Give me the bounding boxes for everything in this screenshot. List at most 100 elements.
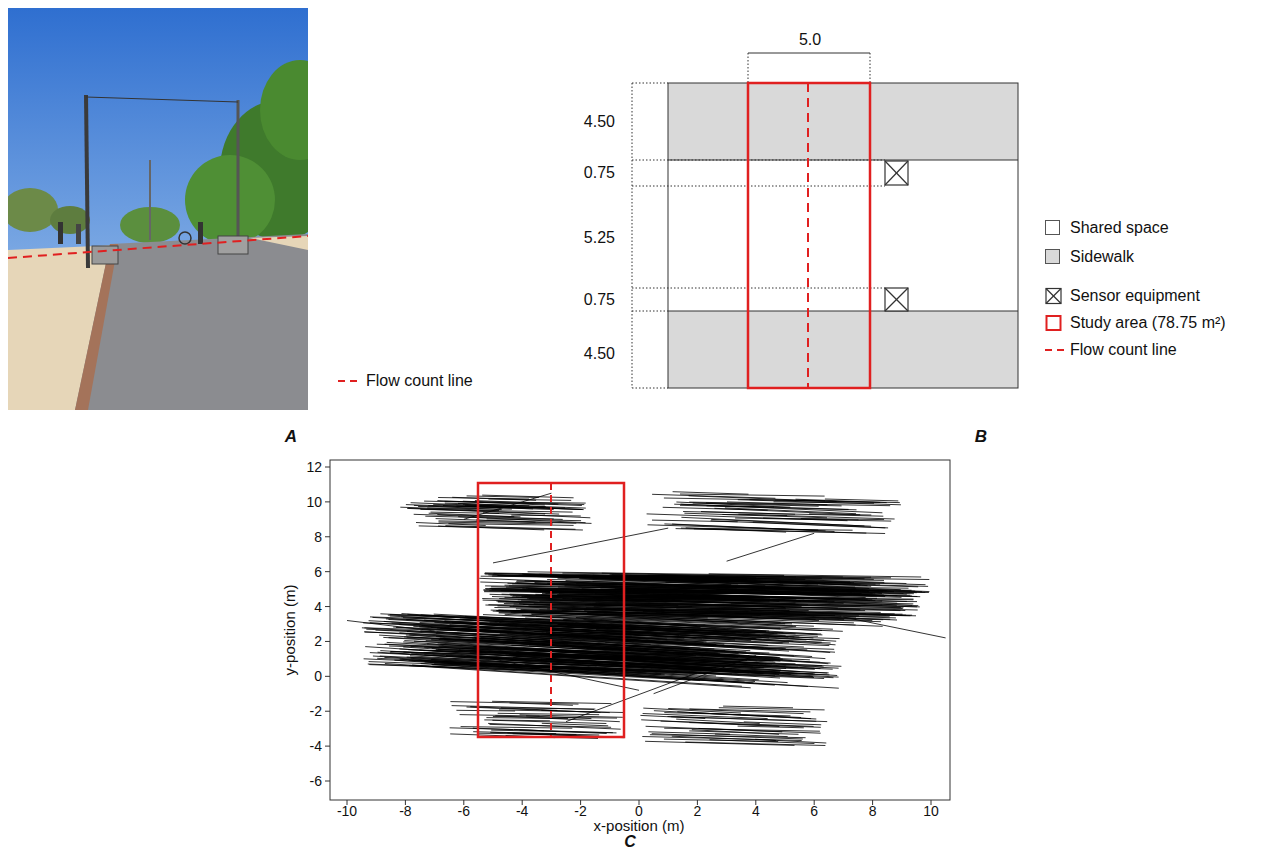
trajectory-line (436, 519, 536, 523)
trajectory-line (654, 711, 811, 719)
trajectory-line (510, 703, 573, 706)
trajectory-line (667, 717, 816, 722)
tick-label: 8 (869, 803, 877, 819)
trajectory-line (416, 523, 486, 526)
trajectory-line (532, 615, 793, 624)
trajectory-line (522, 597, 920, 607)
trajectory-line (755, 739, 826, 743)
trajectory-line (689, 709, 810, 712)
trajectory-line (439, 522, 553, 524)
trajectory-line (676, 502, 790, 507)
tick-label: 0 (635, 803, 643, 819)
trajectory-line (750, 500, 900, 503)
trajectory-line (498, 713, 600, 714)
trajectory-line (563, 619, 843, 631)
tick-mark (325, 641, 330, 642)
trajectory-line (511, 515, 581, 517)
trajectory-line (424, 620, 656, 635)
legend-symbol (1045, 341, 1067, 359)
trajectory-line (825, 499, 898, 501)
trajectory-line (547, 580, 851, 583)
trajectory-line (347, 621, 435, 632)
trajectory-line (369, 662, 775, 676)
tick-label: 10 (923, 803, 939, 819)
site-schematic (632, 53, 1018, 388)
trajectory-line (719, 708, 825, 710)
trajectory-plot (325, 460, 950, 805)
trajectory-line (672, 524, 826, 531)
tick-label: 6 (810, 803, 818, 819)
trajectory-line (495, 716, 620, 722)
trajectory-line (684, 513, 827, 518)
trajectory-line (492, 597, 783, 607)
tick-mark (325, 711, 330, 712)
tick-label: -2 (574, 803, 586, 819)
legend-text: Shared space (1070, 219, 1169, 237)
trajectory-line (683, 512, 883, 517)
trajectory-line (843, 617, 945, 638)
trajectory-line (723, 706, 793, 708)
trajectory-line (661, 721, 814, 726)
trajectory-line (383, 637, 628, 652)
tick-label: 12 (306, 459, 322, 475)
trajectory-line (456, 710, 515, 712)
legend-text: Flow count line (366, 372, 473, 390)
panel-letter: A (285, 427, 297, 447)
tick-label: -2 (310, 703, 322, 719)
legend-text: Sidewalk (1070, 248, 1134, 266)
trajectory-line (527, 576, 928, 587)
trajectory-line (438, 526, 544, 530)
tick-label: -6 (458, 803, 470, 819)
trajectory-line (528, 572, 785, 576)
trajectory-line (652, 494, 775, 498)
site-photo (8, 8, 308, 410)
tick-mark (325, 606, 330, 607)
legend-symbol (338, 372, 360, 390)
trajectory-line (648, 732, 730, 734)
trajectory-line (474, 647, 780, 660)
trajectory-line (493, 528, 668, 563)
trajectory-line (566, 673, 697, 722)
tick-label: 4 (752, 803, 760, 819)
dimension-label: 5.25 (584, 229, 615, 247)
dimension-label: 0.75 (584, 164, 615, 182)
trajectory-line (495, 622, 686, 630)
tick-mark (325, 571, 330, 572)
trajectory-line (642, 737, 801, 741)
legend-swatch (1045, 220, 1060, 235)
trajectory-line (654, 655, 756, 693)
tick-mark (325, 781, 330, 782)
trajectory-line (513, 596, 680, 598)
tick-label: 2 (314, 633, 322, 649)
tick-mark (325, 467, 330, 468)
tick-label: 2 (693, 803, 701, 819)
axis-title: y-position (m) (281, 585, 298, 676)
trajectory-line (664, 728, 820, 731)
tick-label: -6 (310, 773, 322, 789)
trajectory-line (431, 512, 500, 513)
legend-text: Study area (78.75 m²) (1070, 314, 1226, 332)
trajectory-line (809, 514, 871, 515)
trajectory-line (709, 574, 922, 577)
trajectory-line (419, 526, 583, 530)
tick-label: -8 (399, 803, 411, 819)
trajectory-line (564, 576, 748, 580)
trajectory-line (663, 507, 768, 510)
tick-label: 8 (314, 529, 322, 545)
legend-symbol (1045, 314, 1067, 332)
tick-label: 6 (314, 564, 322, 580)
trajectory-line (674, 504, 848, 509)
panel-letter: C (624, 833, 636, 851)
trajectory-line (662, 613, 842, 617)
trajectory-line (529, 606, 861, 610)
tick-label: -10 (337, 803, 357, 819)
tick-mark (325, 676, 330, 677)
dimension-label: 4.50 (584, 345, 615, 363)
trajectory-line (483, 590, 872, 594)
panel-letter: B (975, 427, 987, 447)
trajectory-line (431, 627, 718, 645)
tick-label: 10 (306, 494, 322, 510)
trajectory-line (727, 533, 815, 561)
trajectory-line (420, 660, 788, 683)
